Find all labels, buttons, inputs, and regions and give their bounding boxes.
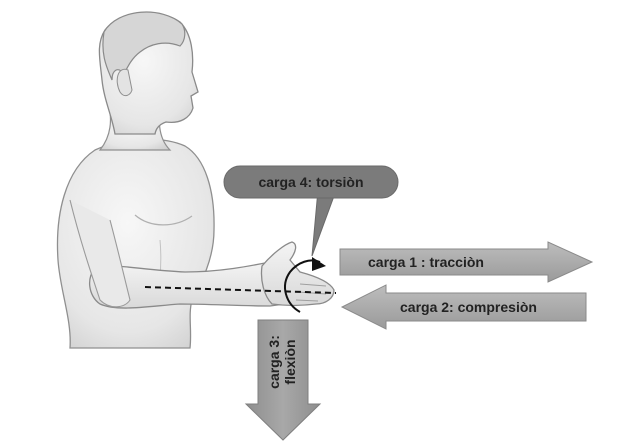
flexion-arrow: carga 3: flexiòn [246,320,320,440]
traction-arrow: carga 1 : tracciòn [340,242,592,282]
hand [261,242,334,306]
compression-arrow: carga 2: compresiòn [342,285,586,329]
traction-label: carga 1 : tracciòn [368,254,484,270]
torso [57,139,214,348]
torsion-label: carga 4: torsiòn [258,174,363,190]
rotation-arrowhead-icon [312,257,326,271]
torsion-callout: carga 4: torsiòn [224,166,398,256]
flexion-label-line1: carga 3: [266,335,282,389]
flexion-label-line2: flexiòn [282,339,298,384]
compression-label: carga 2: compresiòn [400,299,537,315]
torsion-callout-pointer [312,190,334,256]
